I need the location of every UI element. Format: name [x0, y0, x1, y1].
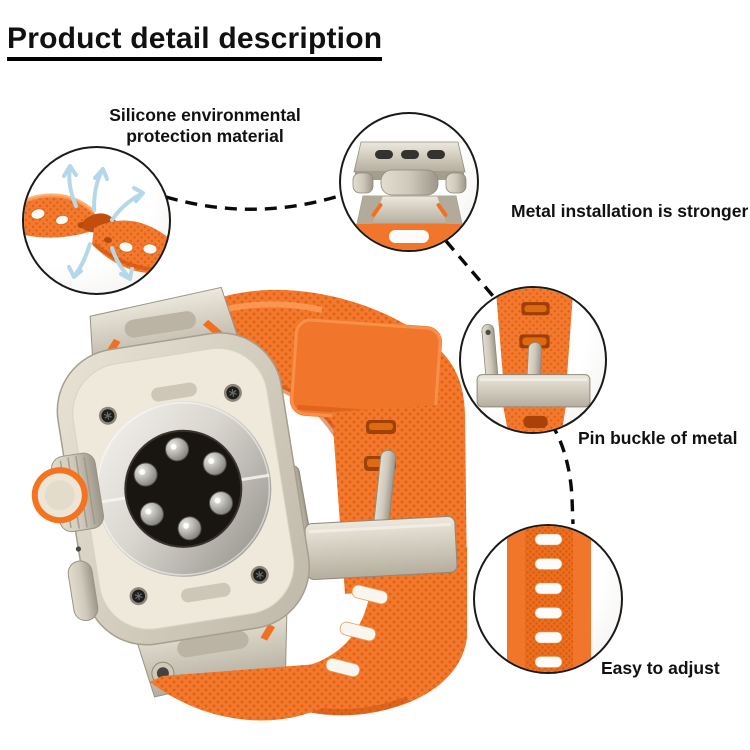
pin-buckle-zoom-circle [459, 286, 607, 434]
digital-crown [31, 452, 105, 533]
metal-installation-label: Metal installation is stronger [511, 201, 749, 221]
silicone-material-label-line1: Silicone environmental [109, 105, 301, 125]
silicone-material-label-line2: protection material [126, 126, 284, 147]
watch-back [31, 286, 311, 698]
metal-connector-zoom-circle [339, 112, 479, 252]
side-button [67, 560, 99, 622]
metal-connector-illustration [352, 141, 467, 250]
back-sensor [95, 400, 272, 577]
adjust-holes-zoom-circle [473, 524, 623, 674]
connector-silicone-to-metal [165, 194, 340, 211]
case-screws [98, 383, 269, 606]
silicone-twist-illustration [24, 164, 169, 281]
watch-product-photo [31, 286, 467, 721]
silicone-material-label: Silicone environmental protection materi… [95, 105, 315, 148]
band-bottom-lip [150, 664, 330, 721]
mic-hole [75, 546, 82, 552]
silicone-zoom-circle [22, 146, 171, 295]
pin-buckle-illustration [476, 288, 591, 432]
adjust-holes-illustration [507, 526, 591, 672]
page-title: Product detail description [7, 22, 383, 61]
easy-adjust-label: Easy to adjust [601, 658, 720, 678]
pin-buckle-label: Pin buckle of metal [578, 428, 738, 448]
connector-buckle-to-adjust [549, 422, 575, 525]
breathability-arrows-icon [62, 164, 145, 281]
